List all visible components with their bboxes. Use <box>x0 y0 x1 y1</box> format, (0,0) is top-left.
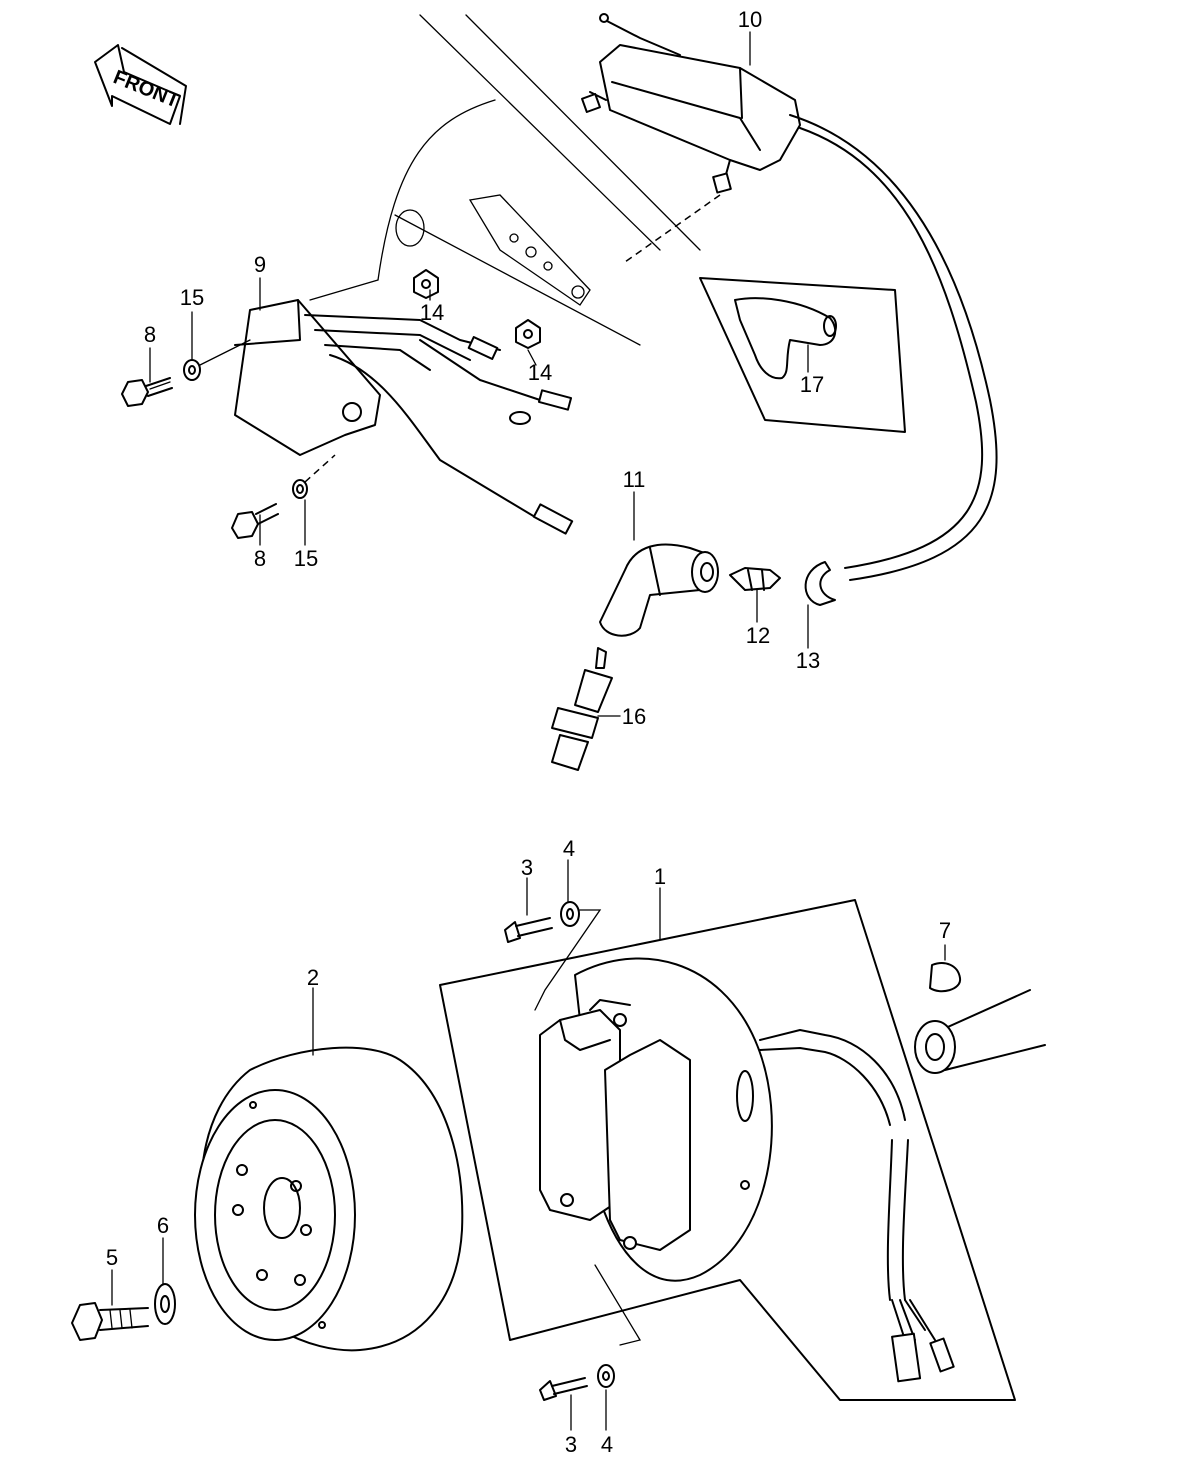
stator-washer-lower <box>594 1264 642 1388</box>
high-tension-cable <box>789 114 998 581</box>
callout-4-upper: 4 <box>563 836 575 861</box>
callout-14-upper: 14 <box>420 300 444 325</box>
cap-inset <box>699 277 906 433</box>
callout-3-upper: 3 <box>521 855 533 880</box>
nut-upper <box>413 269 439 299</box>
bolt-lower <box>231 503 279 539</box>
flywheel <box>194 1046 464 1352</box>
flywheel-bolt <box>71 1302 149 1341</box>
leader-lines <box>111 31 946 1431</box>
flywheel-washer <box>154 1283 176 1325</box>
callout-13: 13 <box>796 648 820 673</box>
callout-5: 5 <box>106 1245 118 1270</box>
stator-screw-lower <box>539 1377 588 1401</box>
front-label: FRONT <box>110 66 182 112</box>
callout-11: 11 <box>623 467 646 492</box>
callout-16: 16 <box>622 704 646 729</box>
callout-6: 6 <box>157 1213 169 1238</box>
callout-8-lower: 8 <box>254 546 266 571</box>
plug-cap <box>599 543 719 637</box>
frame-outline <box>309 14 701 346</box>
bolt-upper <box>121 377 173 407</box>
callout-15-lower: 15 <box>294 546 318 571</box>
crankshaft-end <box>914 989 1046 1074</box>
stator-washer-upper <box>534 901 602 1011</box>
woodruff-key <box>929 962 962 993</box>
washer-upper <box>183 339 251 381</box>
callout-labels: 10 9 15 8 14 14 17 8 15 11 12 13 16 4 3 … <box>106 7 951 1457</box>
stator-inset-frame <box>439 899 1016 1401</box>
front-arrow: FRONT <box>94 44 187 125</box>
callout-15-upper: 15 <box>180 285 204 310</box>
clip <box>729 567 781 591</box>
nut-lower <box>515 319 541 349</box>
callout-8-upper: 8 <box>144 322 156 347</box>
spark-plug <box>551 647 613 771</box>
stator-assembly <box>539 957 955 1383</box>
callout-4-lower: 4 <box>601 1432 613 1457</box>
callout-12: 12 <box>746 623 770 648</box>
washer-lower <box>292 454 336 499</box>
callout-10: 10 <box>738 7 762 32</box>
seal <box>804 561 836 606</box>
callout-2: 2 <box>307 965 319 990</box>
callout-17: 17 <box>800 372 824 397</box>
callout-7: 7 <box>939 918 951 943</box>
callout-14-lower: 14 <box>528 360 552 385</box>
callout-9: 9 <box>254 252 266 277</box>
cdi-unit <box>234 299 574 535</box>
ignition-coil <box>581 13 801 263</box>
high-tension-cable-outer <box>799 127 984 569</box>
callout-3-lower: 3 <box>565 1432 577 1457</box>
callout-1: 1 <box>654 864 666 889</box>
stator-screw-upper <box>504 917 553 943</box>
